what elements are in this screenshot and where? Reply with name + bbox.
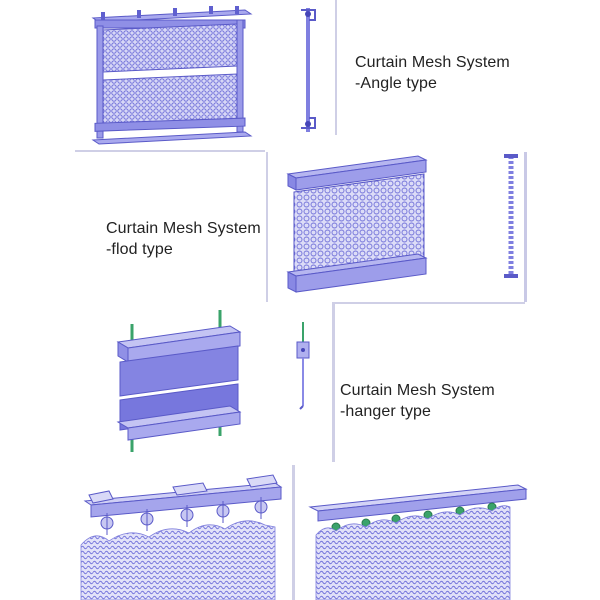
caption-angle-subtitle: -Angle type xyxy=(355,75,438,92)
flod-type-illustration xyxy=(286,154,518,293)
section-flod-type xyxy=(268,152,524,302)
caption-flod-subtitle: -flod type xyxy=(106,241,173,258)
caption-angle-type: Curtain Mesh System -Angle type xyxy=(355,52,510,94)
caption-hanger-subtitle: -hanger type xyxy=(340,403,432,420)
clip-carrier-illustration xyxy=(308,484,528,600)
divider-vertical-right xyxy=(332,302,335,462)
caption-hanger-title: Curtain Mesh System xyxy=(340,382,495,399)
ring-carrier-illustration xyxy=(80,474,283,600)
caption-flod-type: Curtain Mesh System -flod type xyxy=(106,218,261,260)
divider-horizontal-middle xyxy=(335,302,525,304)
divider-vertical-top xyxy=(334,0,337,135)
divider-horizontal-top xyxy=(75,150,265,152)
divider-vertical-middle xyxy=(266,152,268,302)
caption-flod-title: Curtain Mesh System xyxy=(106,220,261,237)
divider-vertical-bottom xyxy=(292,465,295,600)
hanger-type-illustration xyxy=(116,310,310,452)
section-ring-carrier xyxy=(75,465,290,600)
caption-hanger-type: Curtain Mesh System -hanger type xyxy=(340,380,495,422)
caption-angle-title: Curtain Mesh System xyxy=(355,54,510,71)
angle-type-illustration xyxy=(91,6,316,145)
section-hanger-type xyxy=(80,302,332,462)
section-angle-type xyxy=(75,0,335,150)
section-clip-carrier xyxy=(296,465,530,600)
